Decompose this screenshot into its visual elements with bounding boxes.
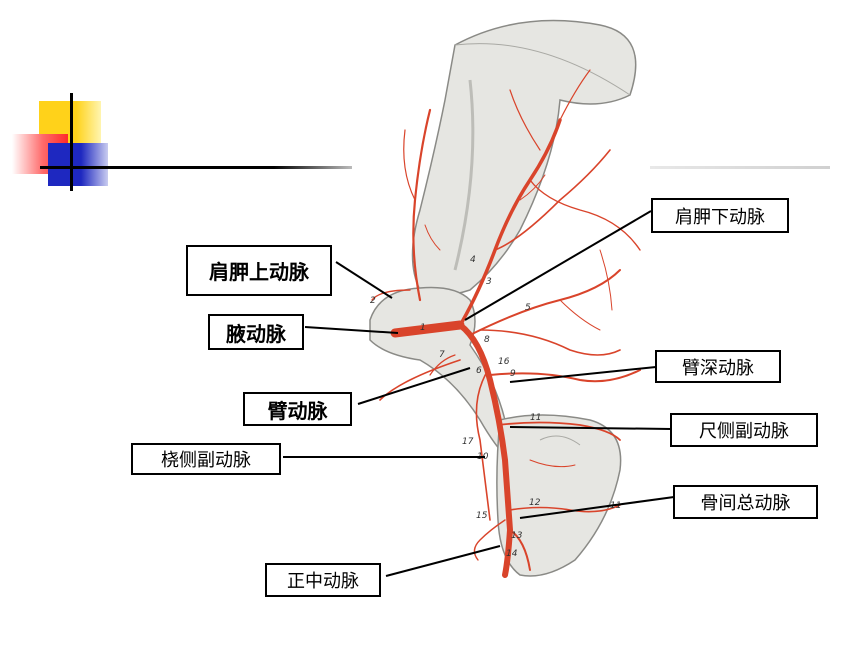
forearm-bones — [496, 414, 622, 577]
leader-subscapular — [464, 210, 652, 321]
fig-num: 16 — [498, 357, 510, 367]
label-common-interosseous-artery: 骨间总动脉 — [673, 485, 818, 519]
label-suprascapular-artery: 肩胛上动脉 — [186, 245, 332, 296]
label-deep-brachial-artery: 臂深动脉 — [655, 350, 781, 383]
label-radial-collateral-artery: 桡侧副动脉 — [131, 443, 281, 475]
fig-num: 3 — [486, 277, 492, 287]
label-ulnar-collateral-artery: 尺侧副动脉 — [670, 413, 818, 447]
leader-brachial — [357, 367, 471, 405]
leader-median — [385, 545, 501, 577]
fig-num: 11 — [610, 501, 621, 511]
fig-num: 13 — [511, 531, 523, 541]
leader-lines — [283, 210, 675, 577]
fig-num: 2 — [370, 296, 376, 306]
fig-num: 7 — [439, 350, 445, 360]
fig-num: 6 — [476, 366, 482, 376]
fig-num: 15 — [476, 511, 488, 521]
deco-blue-square — [48, 143, 108, 186]
fig-num: 12 — [529, 498, 541, 508]
scapula-bone — [411, 19, 637, 296]
label-brachial-artery: 臂动脉 — [243, 392, 352, 426]
fig-num: 8 — [484, 335, 490, 345]
leader-ulnar-collateral — [509, 426, 672, 430]
fig-num: 14 — [506, 549, 518, 559]
deco-vertical-rule — [70, 93, 73, 191]
label-axillary-artery: 腋动脉 — [208, 314, 304, 350]
leader-axillary — [304, 326, 399, 334]
fig-num: 17 — [462, 437, 474, 447]
leader-common-interosseous — [519, 496, 675, 519]
deco-horizontal-rule — [40, 166, 352, 169]
label-median-artery: 正中动脉 — [265, 563, 381, 597]
artery-network — [371, 69, 641, 578]
leader-suprascapular — [335, 261, 393, 299]
title-decoration — [0, 0, 860, 200]
deco-horizontal-rule-right — [650, 166, 830, 169]
label-subscapular-artery: 肩胛下动脉 — [651, 198, 789, 233]
fig-num: 9 — [510, 369, 516, 379]
fig-num: 1 — [420, 323, 426, 333]
fig-num: 5 — [525, 303, 531, 313]
fig-num: 4 — [470, 255, 476, 265]
leader-deep-brachial — [509, 366, 657, 383]
fig-num: 11 — [530, 413, 541, 423]
